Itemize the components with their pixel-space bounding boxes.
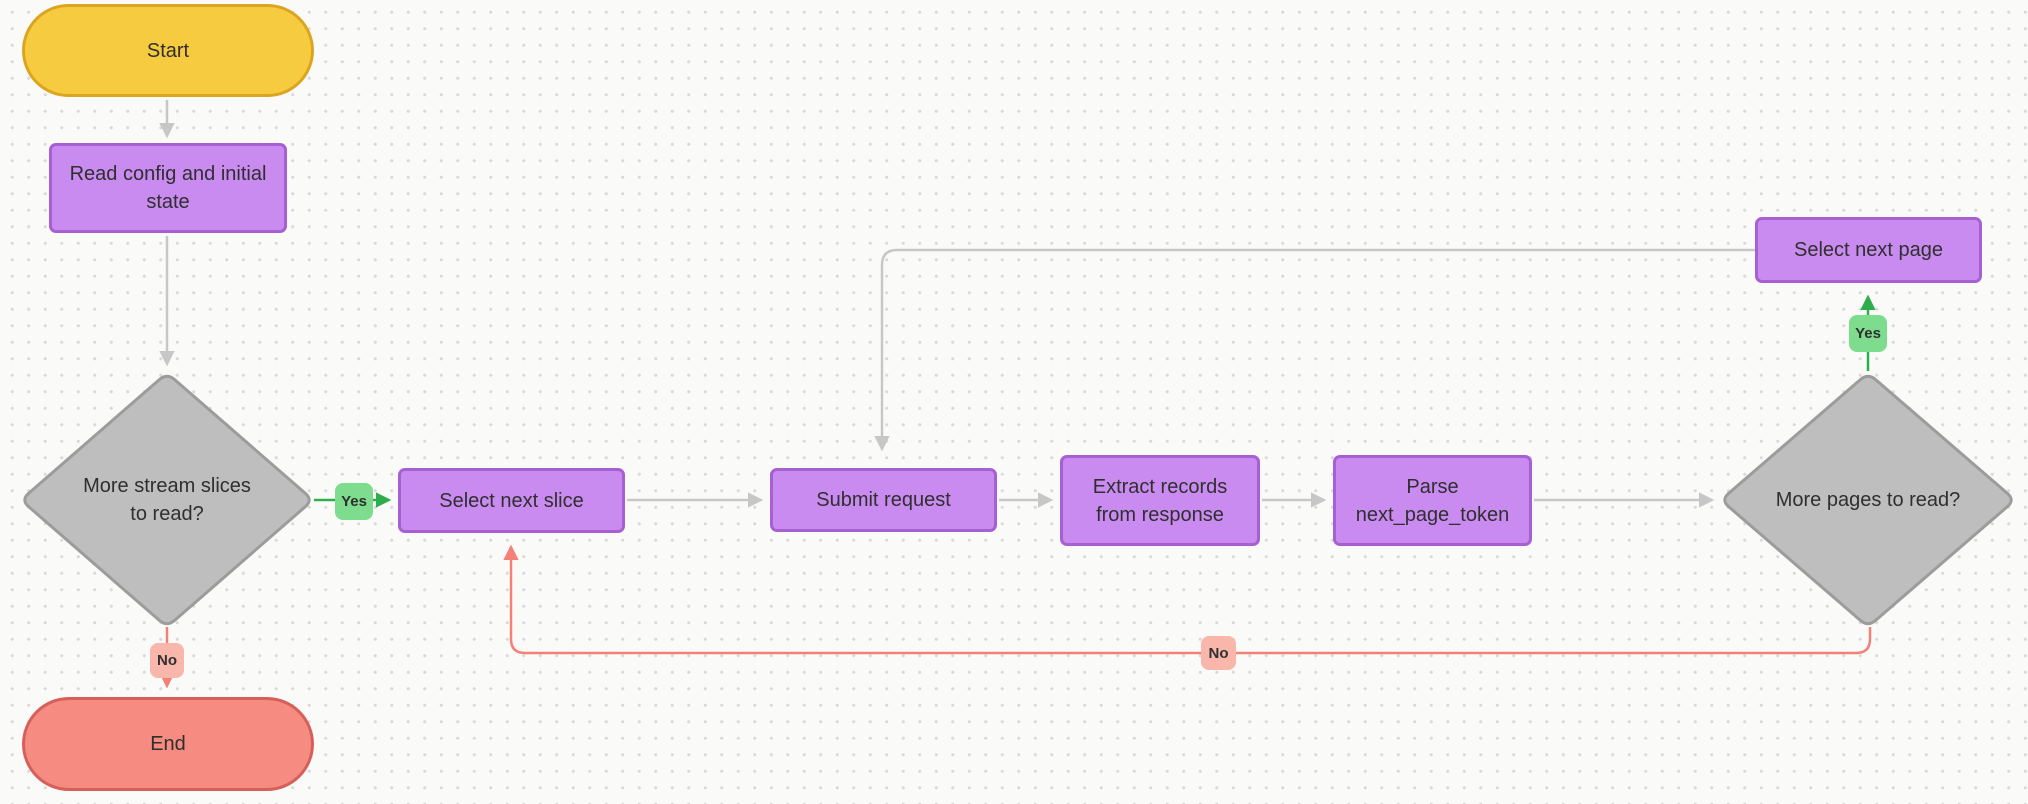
node-end[interactable]: End xyxy=(22,697,314,791)
edge-label-more-pages-yes[interactable]: Yes xyxy=(1849,315,1887,352)
edge-label-more-pages-no[interactable]: No xyxy=(1201,636,1236,670)
node-start-label: Start xyxy=(146,39,190,62)
edge-select-next-page-to-submit-request xyxy=(874,248,1755,452)
node-parse-next-page-token-label: Parse next_page_token xyxy=(1355,475,1510,526)
node-select-next-slice-label: Select next slice xyxy=(439,489,584,512)
node-read-config-label: Read config and initial state xyxy=(69,163,267,213)
node-read-config[interactable]: Read config and initial state xyxy=(49,143,287,233)
edge-more-pages-no-to-select-next-slice xyxy=(503,544,1872,655)
edge-label-more-slices-yes-text: Yes xyxy=(341,493,367,510)
decision-more-slices[interactable] xyxy=(23,374,311,626)
node-extract-records[interactable]: Extract records from response xyxy=(1060,455,1260,546)
node-select-next-page[interactable]: Select next page xyxy=(1755,217,1982,283)
node-submit-request[interactable]: Submit request xyxy=(770,468,997,532)
node-start[interactable]: Start xyxy=(22,4,314,97)
node-end-label: End xyxy=(150,733,186,755)
node-submit-request-label: Submit request xyxy=(816,489,951,511)
edge-label-more-slices-yes[interactable]: Yes xyxy=(335,483,373,520)
edge-label-more-pages-no-text: No xyxy=(1208,644,1229,662)
decision-more-pages[interactable] xyxy=(1723,374,2013,626)
edge-label-more-slices-no[interactable]: No xyxy=(150,643,184,678)
edge-label-more-pages-yes-text: Yes xyxy=(1855,325,1881,342)
node-select-next-slice[interactable]: Select next slice xyxy=(398,468,625,533)
node-select-next-page-label: Select next page xyxy=(1794,239,1943,261)
node-extract-records-label: Extract records from response xyxy=(1092,475,1228,526)
edge-label-more-slices-no-text: No xyxy=(157,652,177,669)
node-parse-next-page-token[interactable]: Parse next_page_token xyxy=(1333,455,1532,546)
